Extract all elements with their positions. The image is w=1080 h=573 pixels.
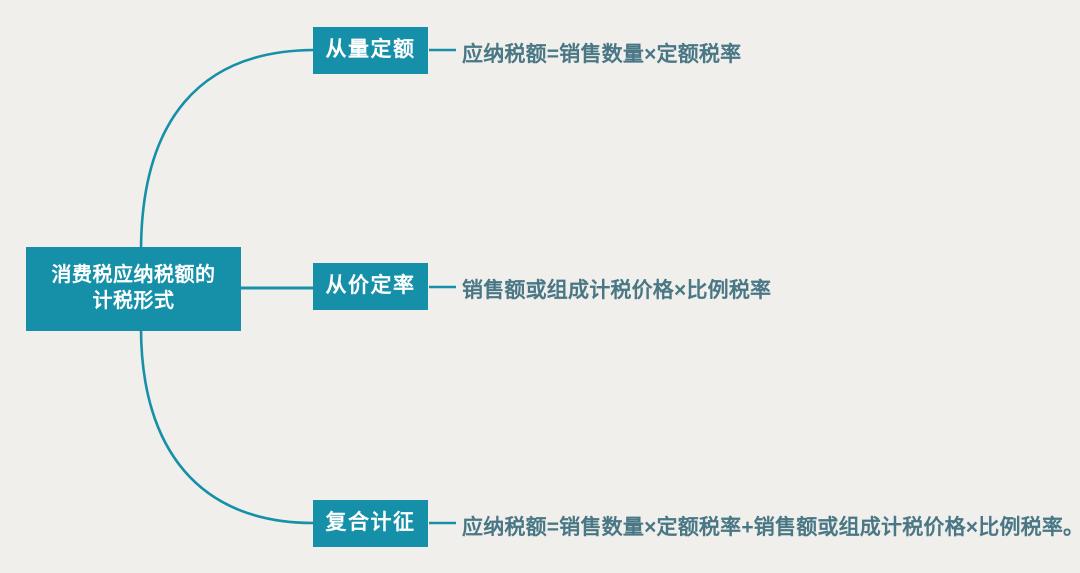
branch-description-2: 销售额或组成计税价格×比例税率 <box>462 279 772 302</box>
connector-curve-branch-3 <box>139 326 315 525</box>
branch-node-3[interactable]: 复合计征 <box>313 500 428 547</box>
branch-node-2[interactable]: 从价定率 <box>313 263 428 310</box>
branch-node-3-label: 复合计征 <box>325 511 416 535</box>
branch-node-1[interactable]: 从量定额 <box>313 27 428 74</box>
root-node[interactable]: 消费税应纳税额的 计税形式 <box>26 247 241 331</box>
branch-description-3: 应纳税额=销售数量×定额税率+销售额或组成计税价格×比例税率。 <box>462 516 1080 539</box>
branch-node-1-label: 从量定额 <box>325 38 416 62</box>
branch-description-1: 应纳税额=销售数量×定额税率 <box>462 43 742 66</box>
connector-curve-branch-1 <box>139 48 315 254</box>
branch-node-2-label: 从价定率 <box>325 274 416 298</box>
root-node-label: 消费税应纳税额的 计税形式 <box>51 264 216 312</box>
